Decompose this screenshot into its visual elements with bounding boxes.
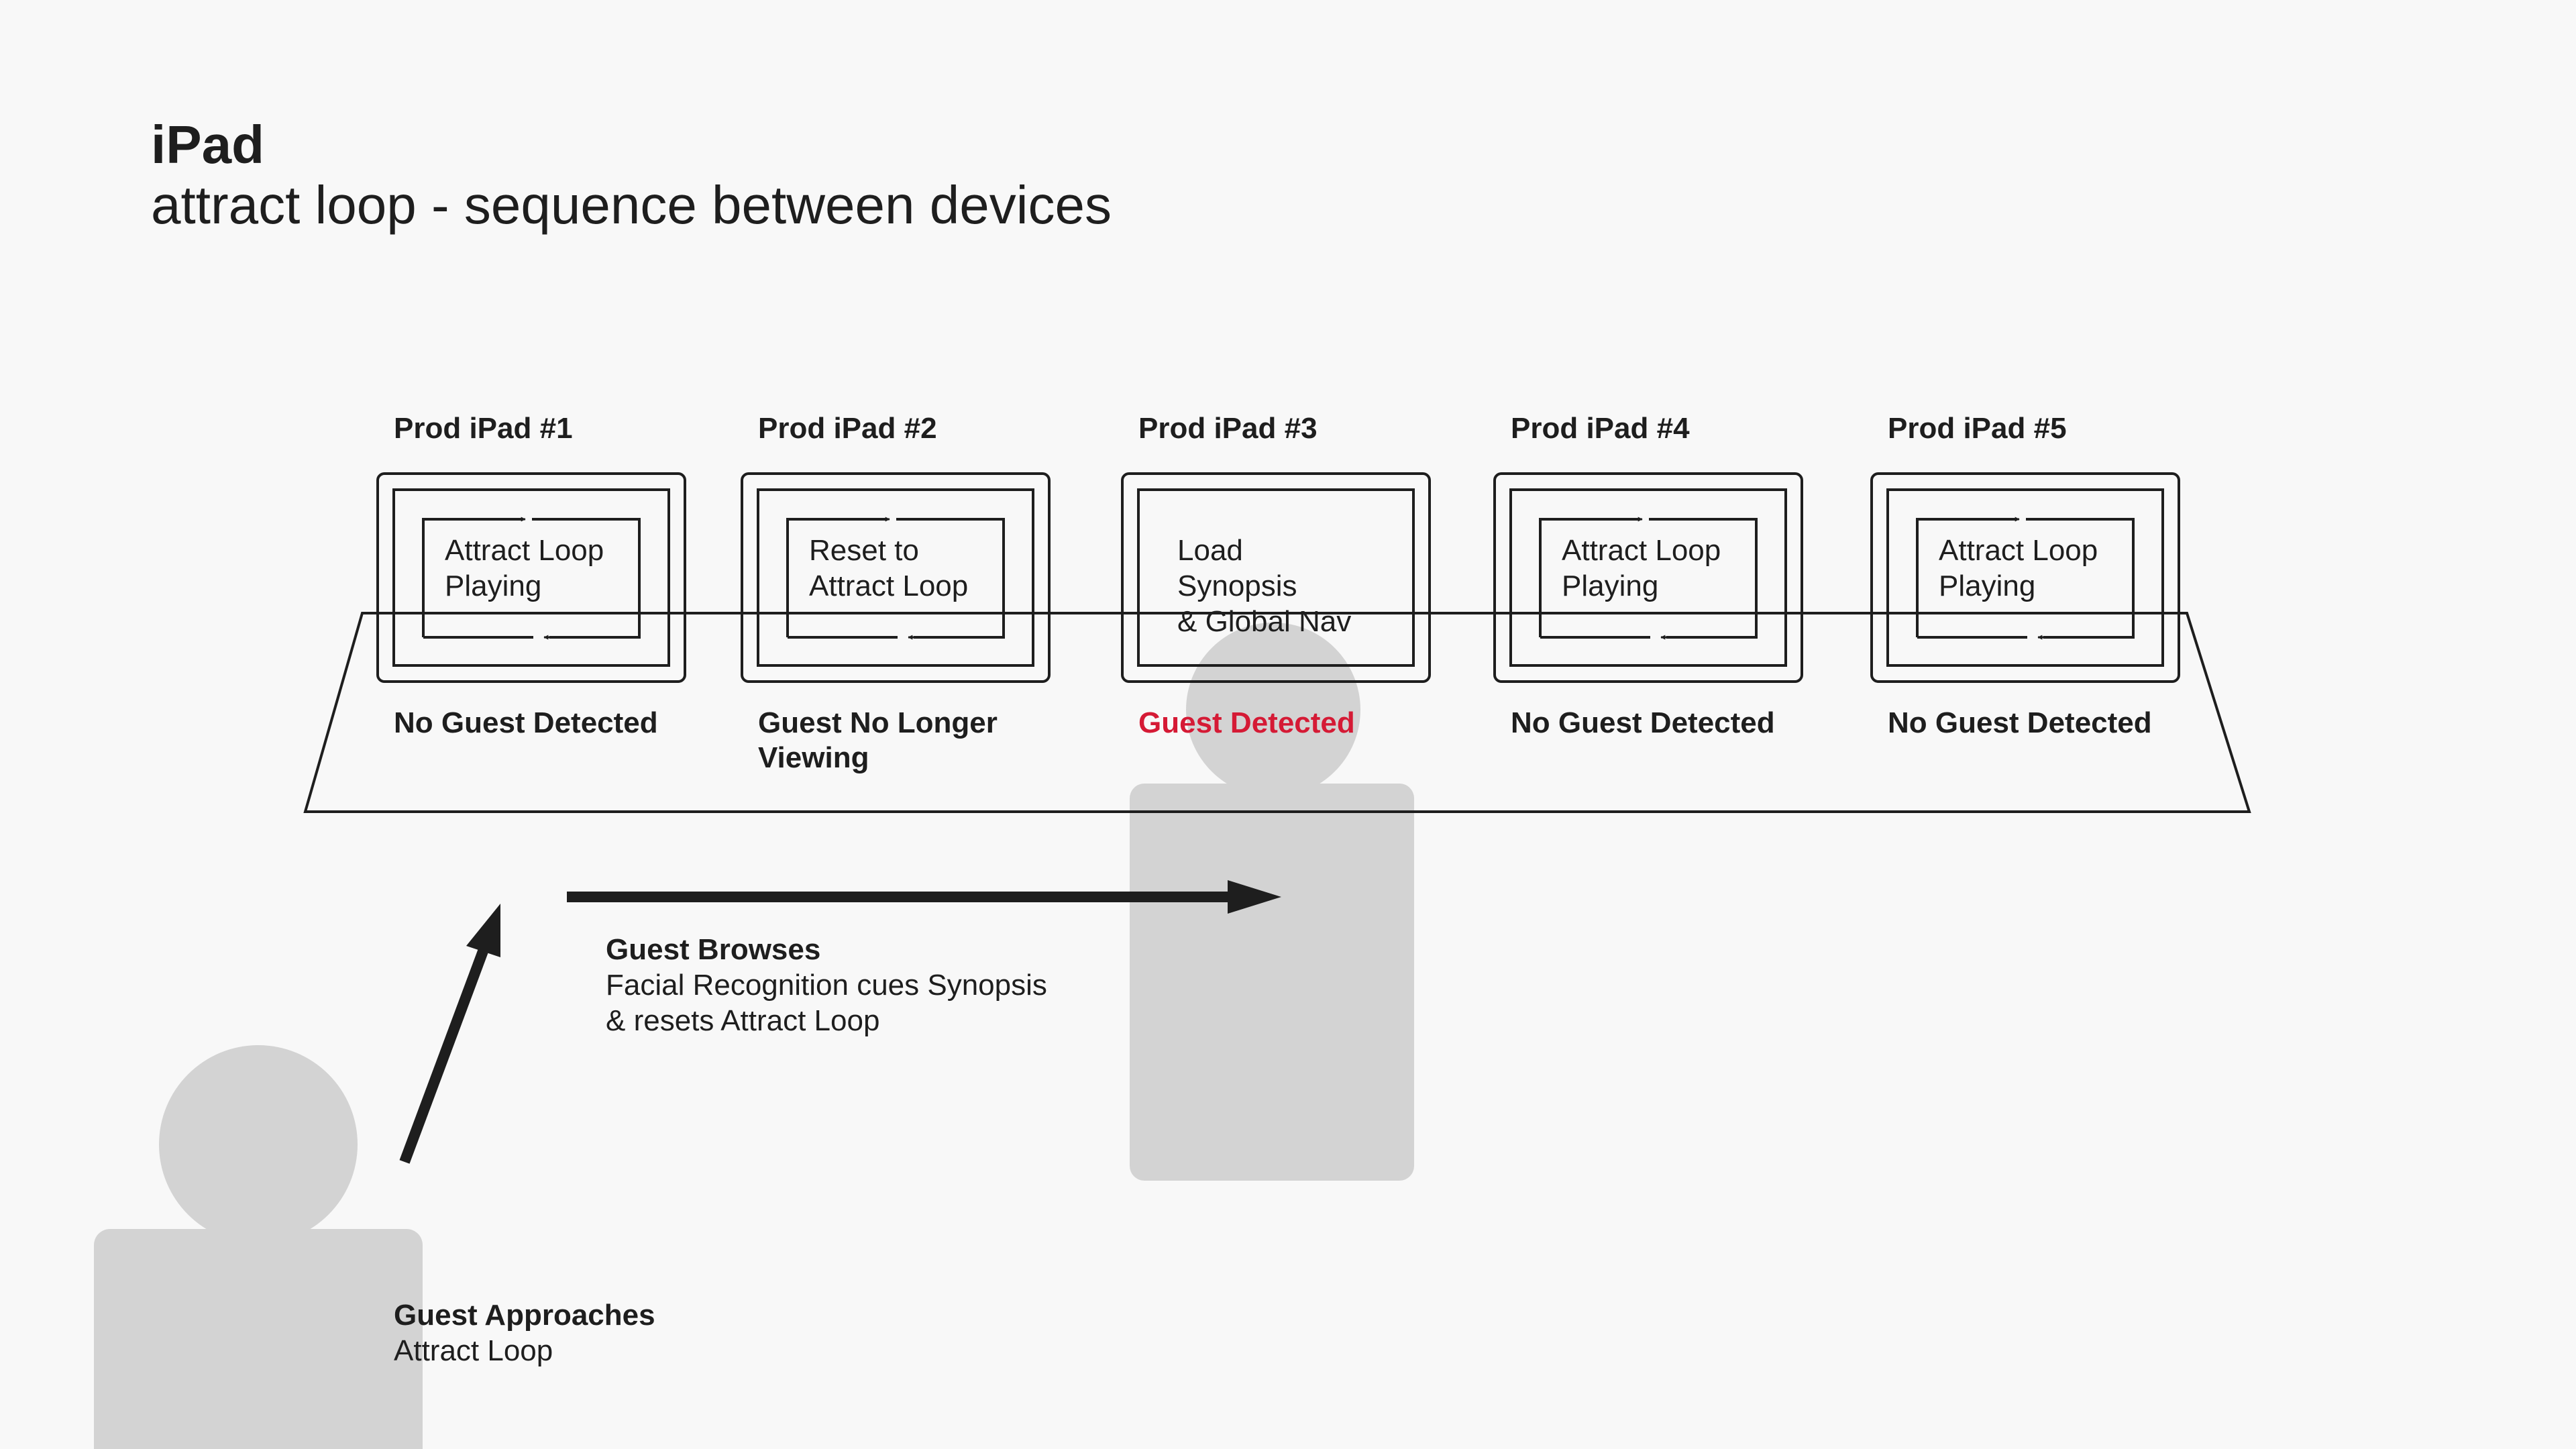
device-screen-text: Attract Loop Playing (1562, 534, 1721, 602)
ipad-frame (1493, 472, 1803, 683)
device-screen-text: Reset to Attract Loop (809, 534, 969, 602)
ipad-device (741, 472, 1051, 683)
loop-cycle-icon (422, 517, 641, 640)
ipad-screen (1137, 488, 1415, 667)
browse-caption-line: & resets Attract Loop (606, 1004, 880, 1037)
device-screen-text: Attract Loop Playing (445, 534, 604, 602)
ipad-screen (757, 488, 1034, 667)
ipad-device (1870, 472, 2180, 683)
device-name-label: Prod iPad #2 (758, 412, 937, 445)
device-name-label: Prod iPad #1 (394, 412, 573, 445)
device-name-label: Prod iPad #3 (1138, 412, 1318, 445)
ipad-frame (1870, 472, 2180, 683)
approach-caption-title: Guest Approaches (394, 1299, 655, 1332)
device-status-label: No Guest Detected (1511, 706, 1775, 739)
ipad-device (376, 472, 686, 683)
guest-approach-arrow (399, 904, 500, 1164)
guest-figure-approaching (94, 1045, 423, 1449)
loop-cycle-icon (786, 517, 1005, 640)
device-status-label: Guest No Longer Viewing (758, 706, 998, 774)
ipad-frame (741, 472, 1051, 683)
device-name-label: Prod iPad #5 (1888, 412, 2067, 445)
ipad-screen (1886, 488, 2164, 667)
device-name-label: Prod iPad #4 (1511, 412, 1690, 445)
loop-cycle-icon (1916, 517, 2135, 640)
page-subtitle: attract loop - sequence between devices (151, 175, 1112, 235)
approach-caption: Guest Approaches Attract Loop (394, 1297, 655, 1368)
ipad-device (1121, 472, 1431, 683)
approach-caption-line: Attract Loop (394, 1334, 553, 1367)
device-status-label: No Guest Detected (1888, 706, 2152, 739)
ipad-device (1493, 472, 1803, 683)
ipad-screen (392, 488, 670, 667)
device-screen-text: Load Synopsis & Global Nav (1177, 534, 1352, 638)
loop-cycle-icon (1539, 517, 1758, 640)
display-table (303, 612, 2251, 813)
ipad-screen (1509, 488, 1787, 667)
browse-caption-line: Facial Recognition cues Synopsis (606, 969, 1047, 1002)
guest-browse-arrow (567, 880, 1281, 914)
device-status-label: No Guest Detected (394, 706, 658, 739)
page-title: iPad (151, 115, 264, 174)
browse-caption-title: Guest Browses (606, 933, 821, 966)
browse-caption: Guest Browses Facial Recognition cues Sy… (606, 932, 1047, 1038)
ipad-frame (1121, 472, 1431, 683)
device-screen-text: Attract Loop Playing (1939, 534, 2098, 602)
guest-detected-status: Guest Detected (1138, 706, 1355, 739)
ipad-frame (376, 472, 686, 683)
